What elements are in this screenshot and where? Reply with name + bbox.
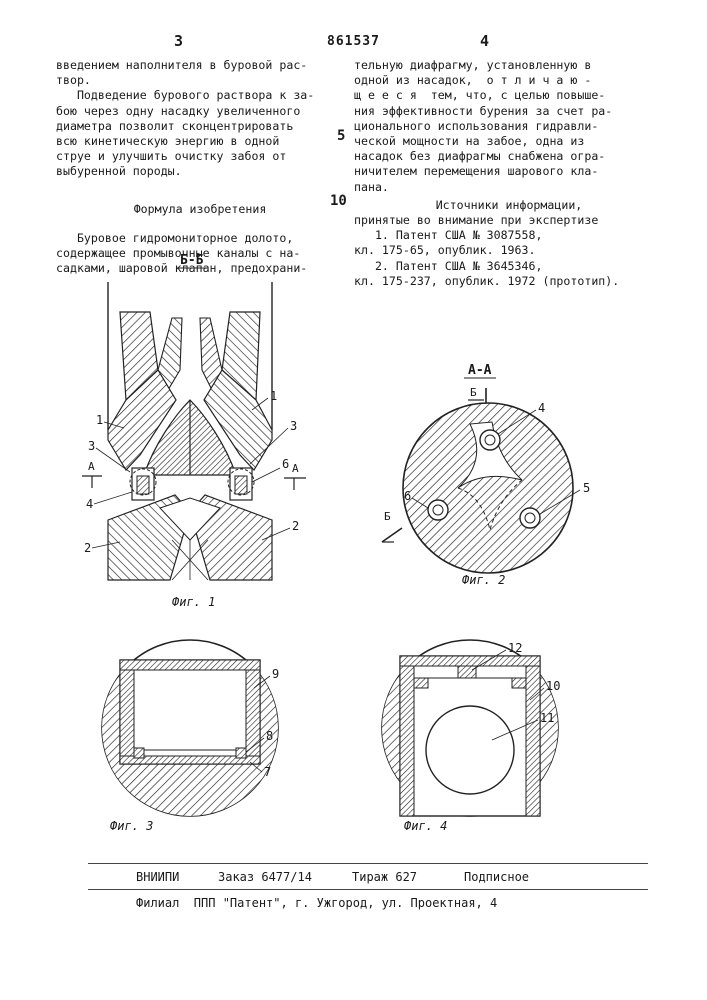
fig2-label-6: 6: [404, 489, 411, 503]
margin-line-number-10: 10: [330, 193, 347, 209]
fig1-section-arrow-left: А: [88, 460, 95, 473]
footer-order: Заказ 6477/14: [218, 870, 312, 884]
formula-heading: Формула изобретения: [56, 202, 326, 217]
page-number-left: 3: [174, 32, 183, 50]
figure-1-drill-bit-section: Б-Б 1 1 3 3 6 4 2 2 А А Фиг. 1: [80, 250, 310, 620]
text-line: 1. Патент США № 3087558,: [354, 228, 664, 243]
text-line: одной из насадок, о т л и ч а ю -: [354, 73, 664, 88]
fig1-label-3-left: 3: [88, 439, 95, 453]
footer-org: ВНИИПИ: [136, 870, 179, 884]
fig1-label-6: 6: [282, 457, 289, 471]
fig1-label-3-right: 3: [290, 419, 297, 433]
footer-rule-top: [88, 863, 648, 864]
text-line: выбуренной породы.: [56, 164, 326, 179]
fig1-section-label: Б-Б: [180, 253, 204, 268]
fig2-section-label: А-А: [468, 363, 492, 378]
figure-4-nozzle-with-ball-valve: 12 10 11 Фиг. 4: [360, 630, 600, 835]
fig4-label-12: 12: [508, 641, 522, 655]
text-line: тельную диафрагму, установленную в: [354, 58, 664, 73]
fig2-arrow-label-bottom: Б: [384, 510, 391, 523]
footer-subscription: Подписное: [464, 870, 529, 884]
text-line: диаметра позволит сконцентрировать: [56, 119, 326, 134]
text-line: введением наполнителя в буровой рас-: [56, 58, 326, 73]
fig2-label-4: 4: [538, 401, 545, 415]
fig4-caption: Фиг. 4: [404, 819, 447, 833]
text-line: 2. Патент США № 3645346,: [354, 259, 664, 274]
document-number: 861537: [327, 34, 380, 49]
fig1-caption: Фиг. 1: [172, 595, 215, 609]
margin-line-number-5: 5: [337, 128, 345, 144]
fig1-section-arrow-right: А: [292, 462, 299, 475]
fig3-label-7: 7: [264, 765, 271, 779]
text-line: бою через одну насадку увеличенного: [56, 104, 326, 119]
fig1-label-4: 4: [86, 497, 93, 511]
footer-rule-middle: [88, 889, 648, 890]
text-line: щ е е с я тем, что, с целью повыше-: [354, 88, 664, 103]
fig3-caption: Фиг. 3: [110, 819, 153, 833]
right-column-body: тельную диафрагму, установленную водной …: [354, 58, 664, 195]
text-line: Буровое гидромониторное долото,: [56, 231, 326, 246]
text-line: пана.: [354, 180, 664, 195]
fig1-label-1-right: 1: [270, 389, 277, 403]
footer-branch: Филиал ППП "Патент", г. Ужгород, ул. Про…: [136, 896, 497, 910]
fig3-label-9: 9: [272, 667, 279, 681]
text-line: насадок без диафрагмы снабжена огра-: [354, 149, 664, 164]
figure-3-nozzle-with-diaphragm: 9 8 7 Фиг. 3: [80, 630, 310, 835]
text-line: ческой мощности на забое, одна из: [354, 134, 664, 149]
sources-heading: Источники информации,: [354, 198, 664, 213]
text-line: всю кинетическую энергию в одной: [56, 134, 326, 149]
text-line: Подведение бурового раствора к за-: [56, 88, 326, 103]
text-line: ционального использования гидравли-: [354, 119, 664, 134]
text-line: струе и улучшить очистку забоя от: [56, 149, 326, 164]
fig1-label-1-left: 1: [96, 413, 103, 427]
fig2-label-5: 5: [583, 481, 590, 495]
sources-list: 1. Патент США № 3087558,кл. 175-65, опуб…: [354, 228, 664, 289]
fig1-label-2-left: 2: [84, 541, 91, 555]
fig4-label-10: 10: [546, 679, 560, 693]
right-column: тельную диафрагму, установленную водной …: [354, 58, 664, 289]
text-line: ничителем перемещения шарового кла-: [354, 164, 664, 179]
text-line: кл. 175-65, опублик. 1963.: [354, 243, 664, 258]
figure-2-cross-section: А-А Б 4 5 6 Б Фиг. 2: [380, 360, 610, 590]
page-number-right: 4: [480, 32, 489, 50]
text-line: ния эффективности бурения за счет ра-: [354, 104, 664, 119]
fig2-caption: Фиг. 2: [462, 573, 505, 587]
sources-heading-2: принятые во внимание при экспертизе: [354, 213, 664, 228]
left-column-body: введением наполнителя в буровой рас-твор…: [56, 58, 326, 180]
fig1-label-2-right: 2: [292, 519, 299, 533]
text-line: твор.: [56, 73, 326, 88]
left-column: введением наполнителя в буровой рас-твор…: [56, 58, 326, 276]
text-line: кл. 175-237, опублик. 1972 (прототип).: [354, 274, 664, 289]
fig4-label-11: 11: [540, 711, 554, 725]
fig3-label-8: 8: [266, 729, 273, 743]
footer-print-run: Тираж 627: [352, 870, 417, 884]
fig2-arrow-label-top: Б: [470, 386, 477, 399]
